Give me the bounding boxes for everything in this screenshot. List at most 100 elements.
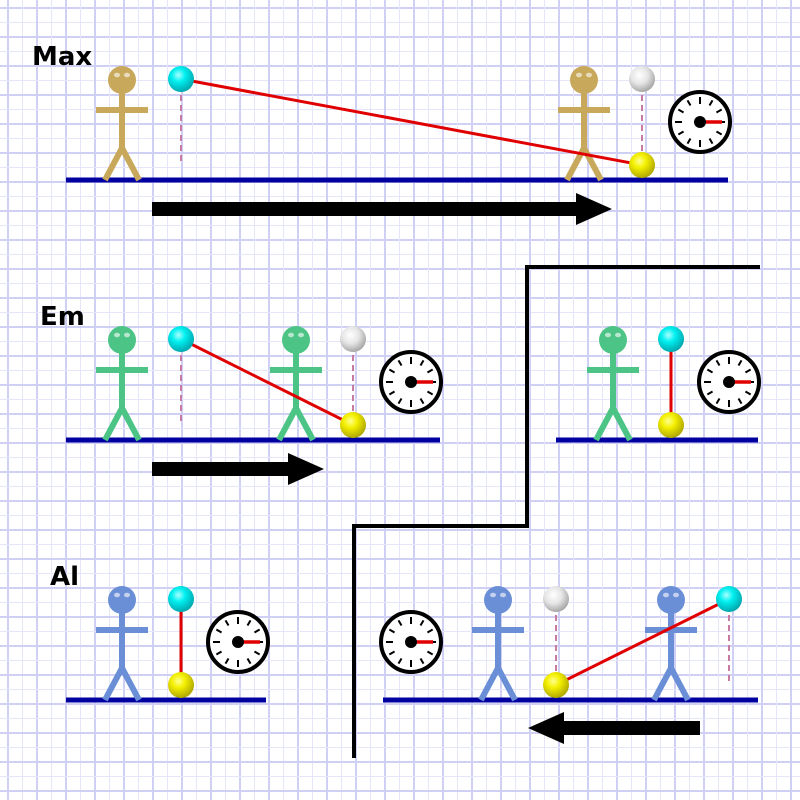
clock-icon (379, 610, 443, 674)
stick-figure-icon (645, 586, 697, 702)
ball-icon (543, 586, 569, 612)
figure-legs (102, 141, 142, 182)
link-line (180, 77, 643, 167)
clock-tick (419, 397, 425, 405)
clock-tick (215, 650, 223, 656)
clock-tick (737, 397, 743, 405)
clock-center (232, 636, 244, 648)
figure-eye (114, 72, 120, 78)
ball-icon (340, 326, 366, 352)
figure-head (657, 586, 685, 614)
figure-head (570, 66, 598, 94)
clock-tick (744, 390, 752, 396)
divider-line (352, 265, 760, 758)
clock-tick (715, 108, 723, 114)
clock-tick (397, 619, 403, 627)
figure-legs (276, 401, 316, 442)
clock-tick (708, 137, 714, 145)
clock-tick (744, 368, 752, 374)
clock-tick (246, 619, 252, 627)
ball-icon (168, 586, 194, 612)
figure-eye (114, 592, 120, 598)
clock-tick (715, 130, 723, 136)
clock-icon (697, 350, 761, 414)
clock-tick (397, 657, 403, 665)
figure-eye (586, 72, 592, 78)
ball-icon (168, 66, 194, 92)
clock-tick (419, 657, 425, 665)
clock-tick (419, 619, 425, 627)
ball-icon (168, 672, 194, 698)
clock-icon (206, 610, 270, 674)
stick-figure-icon (96, 586, 148, 702)
figure-legs (593, 401, 633, 442)
stick-figure-icon (270, 326, 322, 442)
figure-head (108, 326, 136, 354)
figure-head (484, 586, 512, 614)
row-label-em: Em (40, 302, 85, 332)
figure-eye (124, 592, 130, 598)
clock-tick (419, 359, 425, 367)
clock-tick (686, 99, 692, 107)
figure-legs (651, 661, 691, 702)
figure-legs (478, 661, 518, 702)
figure-head (599, 326, 627, 354)
figure-eye (663, 592, 669, 598)
ball-icon (629, 66, 655, 92)
figure-eye (605, 332, 611, 338)
arrow-icon (152, 453, 324, 485)
figure-eye (298, 332, 304, 338)
figure-eye (124, 332, 130, 338)
clock-tick (708, 99, 714, 107)
figure-eye (124, 72, 130, 78)
clock-tick (224, 657, 230, 665)
clock-tick (388, 628, 396, 634)
clock-tick (715, 359, 721, 367)
row-label-al: Al (50, 562, 79, 592)
clock-tick (215, 628, 223, 634)
figure-head (108, 66, 136, 94)
stick-figure-icon (558, 66, 610, 182)
stick-figure-icon (96, 66, 148, 182)
clock-tick (224, 619, 230, 627)
clock-tick (253, 628, 261, 634)
ball-icon (716, 586, 742, 612)
figure-eye (288, 332, 294, 338)
clock-tick (397, 359, 403, 367)
arrow-icon (528, 712, 700, 744)
stick-figure-icon (472, 586, 524, 702)
figure-eye (615, 332, 621, 338)
clock-tick (706, 368, 714, 374)
figure-eye (576, 72, 582, 78)
clock-tick (246, 657, 252, 665)
figure-eye (500, 592, 506, 598)
clock-tick (397, 397, 403, 405)
figure-legs (102, 661, 142, 702)
ball-icon (340, 412, 366, 438)
stick-figure-icon (587, 326, 639, 442)
figure-legs (102, 401, 142, 442)
clock-icon (379, 350, 443, 414)
figure-eye (673, 592, 679, 598)
figure-eye (490, 592, 496, 598)
row-label-max: Max (32, 42, 92, 72)
clock-center (405, 636, 417, 648)
ball-icon (543, 672, 569, 698)
figure-legs (564, 141, 604, 182)
clock-tick (706, 390, 714, 396)
clock-tick (426, 390, 434, 396)
figure-head (282, 326, 310, 354)
clock-center (405, 376, 417, 388)
arrow-icon (152, 193, 612, 225)
clock-tick (426, 368, 434, 374)
clock-icon (668, 90, 732, 154)
figure-eye (114, 332, 120, 338)
clock-tick (715, 397, 721, 405)
clock-tick (686, 137, 692, 145)
link-line (180, 337, 354, 427)
ball-icon (629, 152, 655, 178)
clock-tick (677, 108, 685, 114)
link-line (555, 597, 730, 687)
figure-head (108, 586, 136, 614)
ball-icon (168, 326, 194, 352)
